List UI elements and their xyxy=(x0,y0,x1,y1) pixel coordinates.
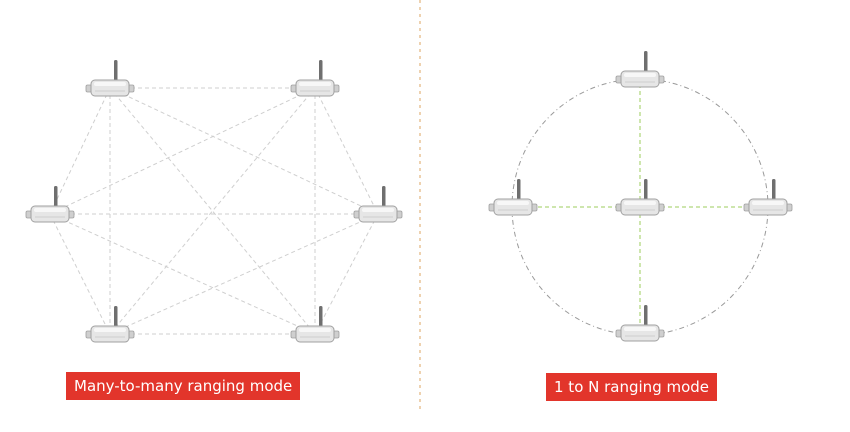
mesh-link xyxy=(314,87,379,215)
ranging-device-icon xyxy=(25,186,75,223)
ranging-device-icon xyxy=(353,186,403,223)
ranging-device-icon xyxy=(85,306,135,343)
ranging-device-icon xyxy=(290,306,340,343)
mesh-devices xyxy=(25,60,403,343)
many-to-many-mode-label: Many-to-many ranging mode xyxy=(66,372,301,400)
ranging-device-icon xyxy=(615,51,665,88)
mesh-link xyxy=(109,87,379,215)
mesh-link xyxy=(109,87,316,335)
mesh-link xyxy=(314,213,379,335)
mesh-link xyxy=(49,213,316,335)
mesh-link xyxy=(49,213,111,335)
ranging-device-icon xyxy=(615,305,665,342)
ranging-device-icon xyxy=(743,179,793,216)
ranging-device-icon xyxy=(290,60,340,97)
ranging-device-icon xyxy=(615,179,665,216)
one-to-n-mode-label: 1 to N ranging mode xyxy=(546,373,718,401)
ranging-device-icon xyxy=(488,179,538,216)
ranging-device-icon xyxy=(85,60,135,97)
mesh-link xyxy=(109,213,379,335)
mesh-link xyxy=(49,87,111,215)
mesh-link xyxy=(49,87,316,215)
mesh-link xyxy=(109,87,316,335)
mesh-links xyxy=(49,87,379,335)
star-devices xyxy=(488,51,793,342)
